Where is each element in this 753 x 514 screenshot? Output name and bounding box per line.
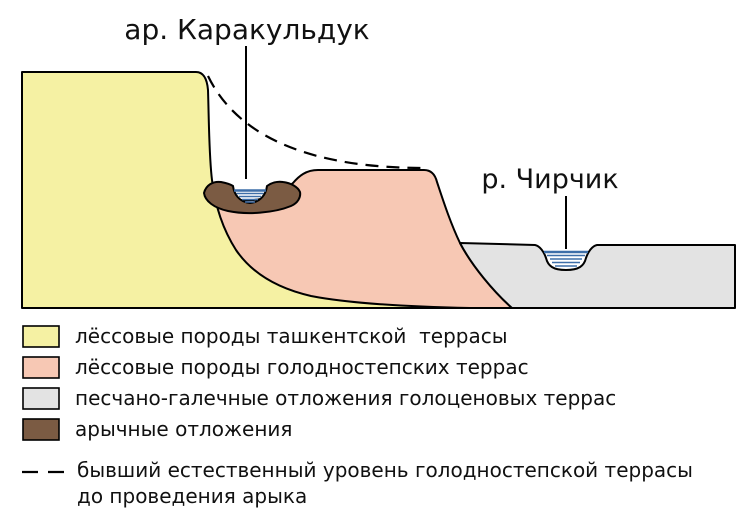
legend-label-former-level: бывший естественный уровень голодностепс… [77, 457, 693, 509]
legend-label-golodnostep-loess: лёссовые породы голодностепских террас [75, 355, 529, 379]
cross-section-diagram: ар. Каракульдук р. Чирчик [21, 13, 736, 309]
legend: лёссовые породы ташкентской террасы лёсс… [22, 323, 732, 514]
legend-item-tashkent-loess: лёссовые породы ташкентской террасы [22, 323, 732, 349]
legend-item-aryk-deposits: арычные отложения [22, 416, 732, 442]
legend-label-tashkent-loess: лёссовые породы ташкентской террасы [75, 324, 508, 348]
aryk-water [234, 189, 266, 203]
legend-label-aryk-deposits: арычные отложения [75, 417, 293, 441]
legend-label-former-level-line1: бывший естественный уровень голодностепс… [77, 458, 693, 482]
river-water [544, 250, 588, 267]
legend-item-holocene-deposits: песчано-галечные отложения голоценовых т… [22, 385, 732, 411]
legend-swatch-aryk-deposits [22, 417, 60, 441]
region-tashkent-loess [21, 71, 471, 309]
aryk-label: ар. Каракульдук [124, 13, 369, 46]
legend-item-former-level: бывший естественный уровень голодностепс… [22, 457, 732, 509]
region-aryk-deposits [203, 180, 302, 215]
former-level-dashed-line [207, 75, 425, 170]
legend-label-former-level-line2: до проведения арыка [77, 484, 308, 508]
legend-item-golodnostep-loess: лёссовые породы голодностепских террас [22, 354, 732, 380]
legend-swatch-holocene-deposits [22, 386, 60, 410]
legend-label-holocene-deposits: песчано-галечные отложения голоценовых т… [75, 386, 617, 410]
river-label: р. Чирчик [481, 164, 618, 195]
region-holocene-deposits [459, 242, 736, 309]
legend-dashed-line-symbol [22, 470, 68, 474]
legend-swatch-tashkent-loess [22, 324, 60, 348]
legend-swatch-golodnostep-loess [22, 355, 60, 379]
